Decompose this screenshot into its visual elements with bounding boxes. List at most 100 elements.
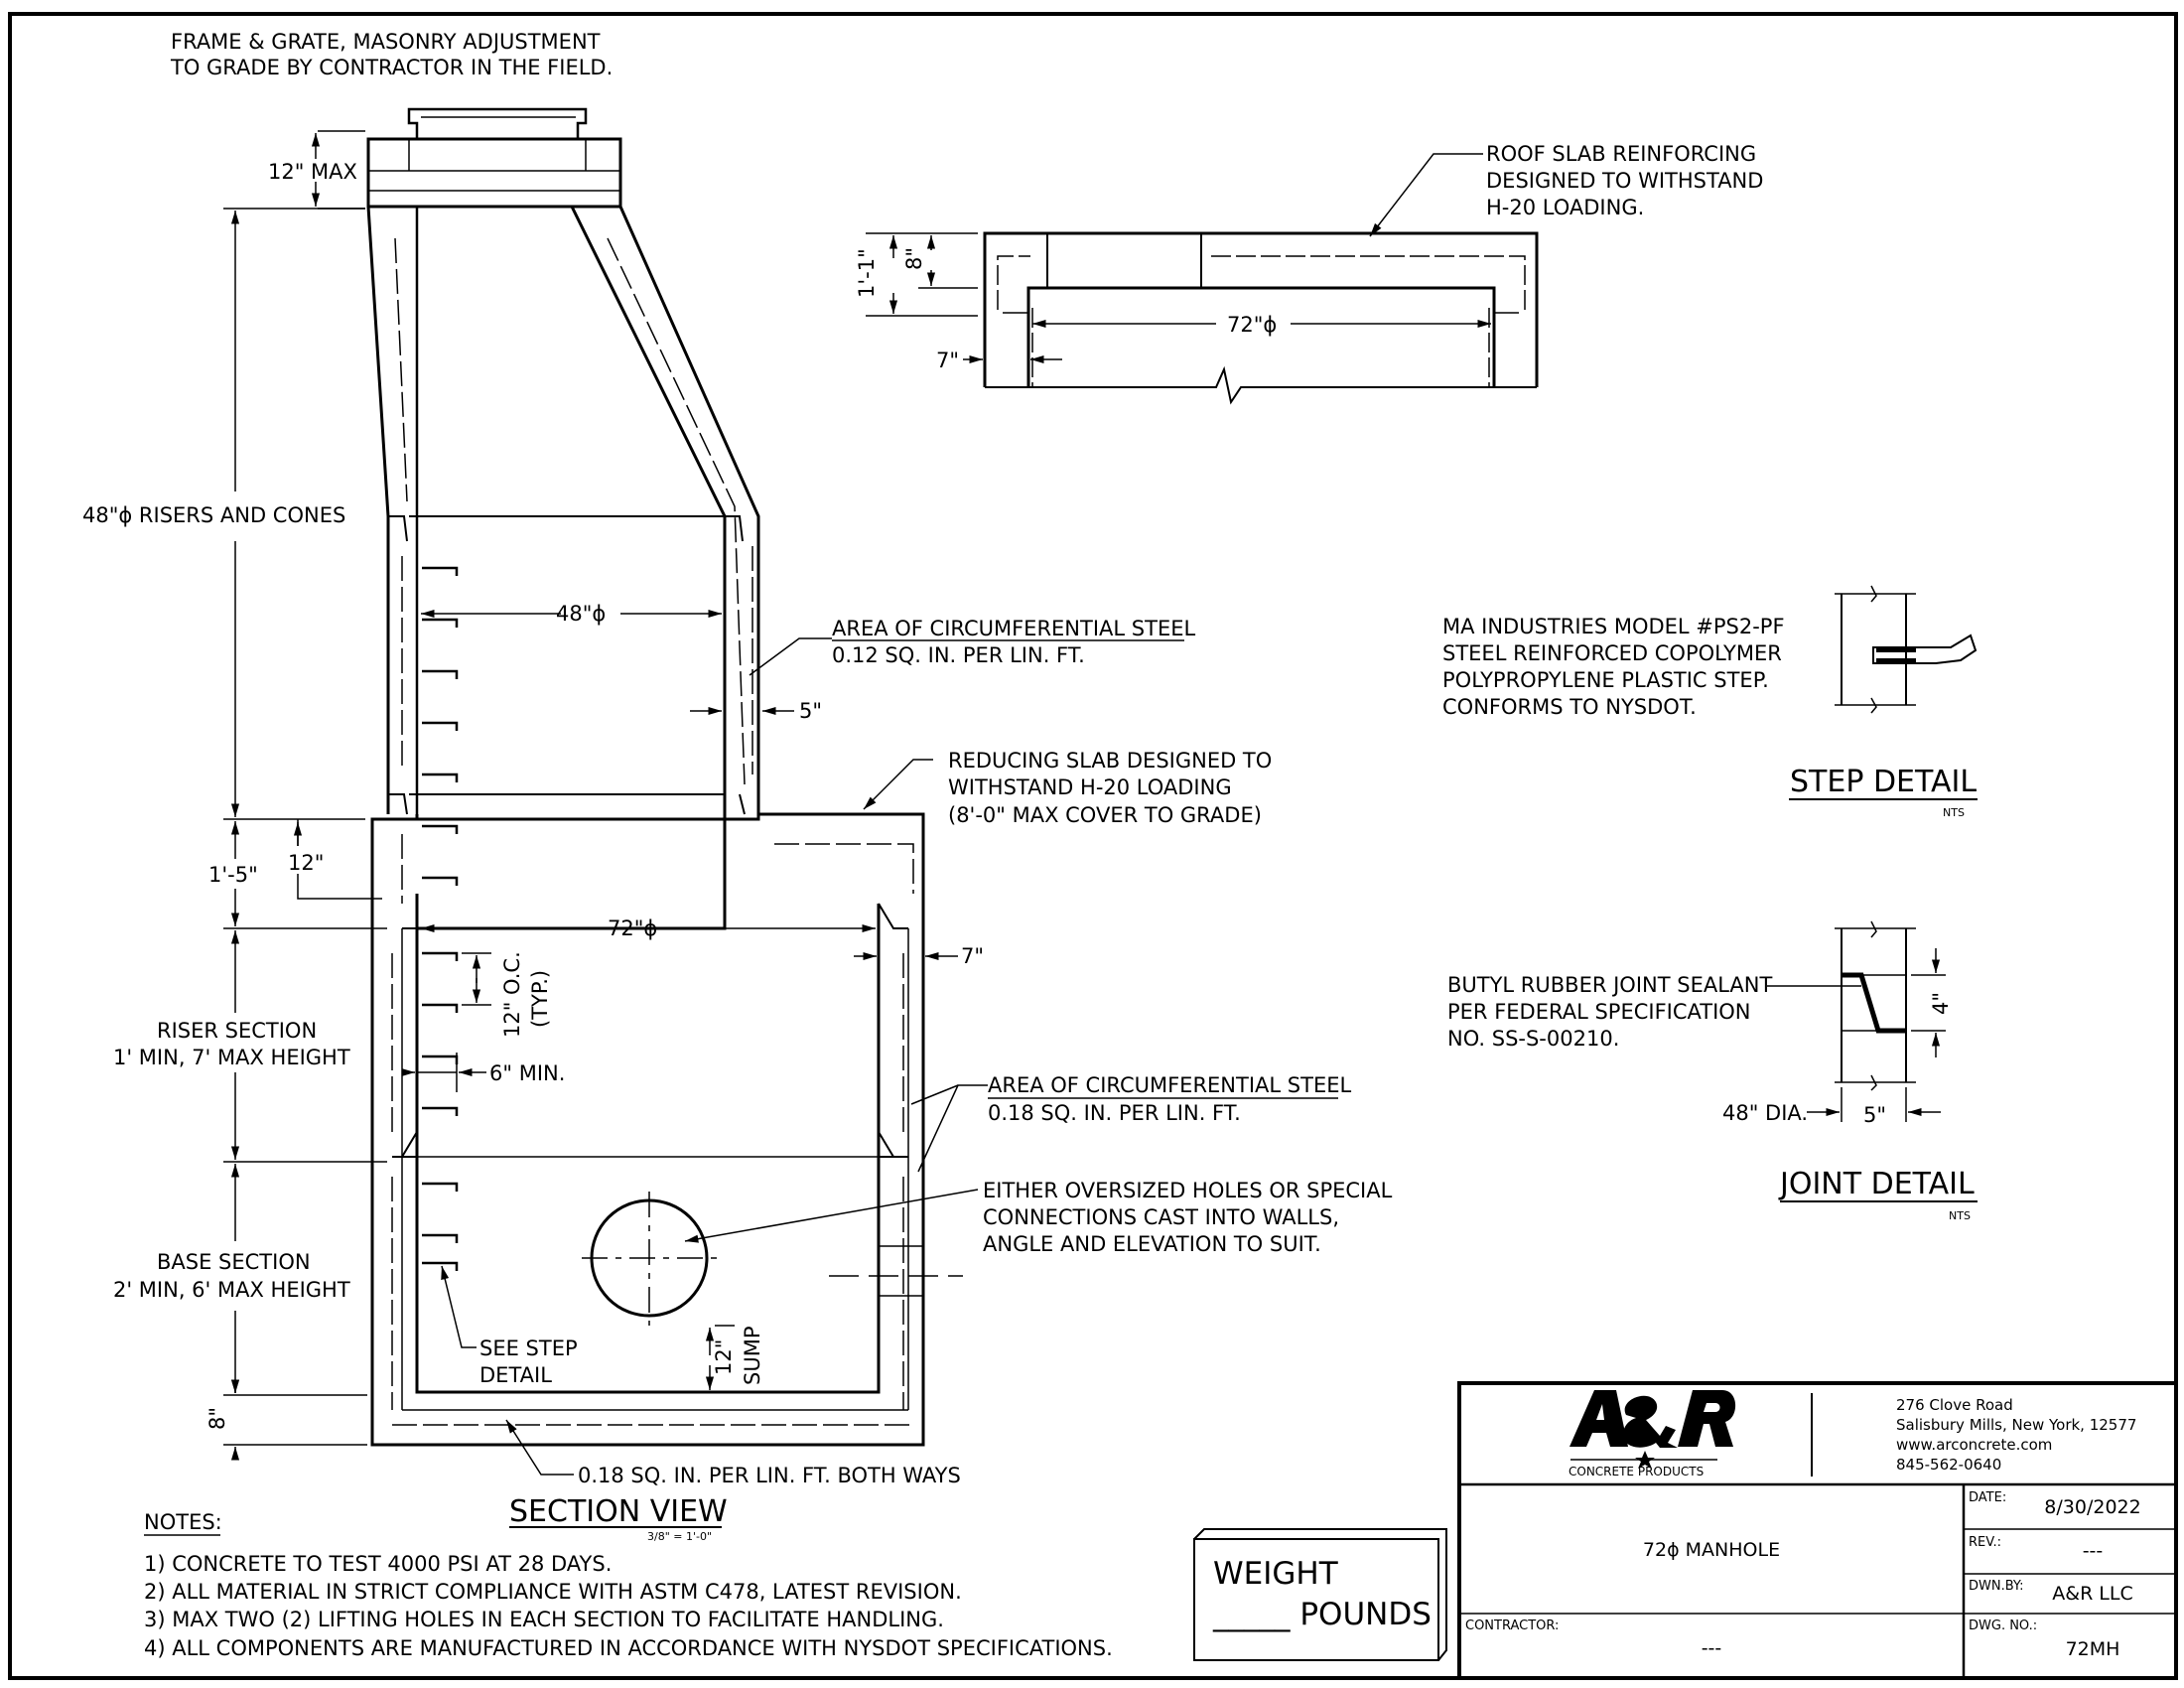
sheet-border	[8, 12, 2178, 1680]
dim-7: 7"	[961, 944, 984, 968]
section-view-title: SECTION VIEW	[509, 1494, 728, 1529]
dwn-label: DWN.BY:	[1969, 1579, 2024, 1594]
oversized-holes-line3: ANGLE AND ELEVATION TO SUIT.	[983, 1232, 1321, 1256]
riser-section-line1: RISER SECTION	[157, 1019, 317, 1043]
frame-grate-note-line1: FRAME & GRATE, MASONRY ADJUSTMENT	[171, 30, 601, 54]
pipe-hole	[582, 1192, 717, 1326]
contractor-value: ---	[1702, 1637, 1722, 1659]
step-detail-nts: NTS	[1943, 806, 1965, 819]
joint-dim-5: 5"	[1863, 1103, 1886, 1127]
dwg-label: DWG. NO.:	[1969, 1618, 2037, 1633]
dim-5: 5"	[799, 699, 822, 723]
date-value: 8/30/2022	[2044, 1496, 2140, 1518]
joint-dim-4: 4"	[1929, 992, 1953, 1015]
company-logo	[1570, 1390, 1736, 1469]
note-item-2: 2) ALL MATERIAL IN STRICT COMPLIANCE WIT…	[144, 1580, 962, 1604]
risers-cones-label: 48"ϕ RISERS AND CONES	[82, 503, 345, 527]
dim-12: 12"	[288, 851, 324, 875]
section-view-geometry	[366, 107, 963, 1447]
roof-dim-8: 8"	[902, 247, 926, 270]
joint-detail-dimensions	[1767, 948, 1946, 1122]
title-block-labels: CONCRETE PRODUCTS 276 Clove Road Salisbu…	[1465, 1396, 2141, 1660]
reducing-slab-line2: WITHSTAND H-20 LOADING	[948, 775, 1232, 799]
title-block	[1457, 1381, 2178, 1680]
weight-box	[1193, 1528, 1447, 1661]
section-view-scale: 3/8" = 1'-0"	[647, 1530, 712, 1543]
roof-dim-72: 72"ϕ	[1227, 313, 1277, 337]
dim-1-5: 1'-5"	[208, 863, 258, 887]
section-view-reinforcing	[391, 237, 914, 1426]
roof-slab-geometry	[983, 231, 1539, 405]
joint-dim-48: 48" DIA.	[1722, 1101, 1808, 1125]
reducing-slab-line1: REDUCING SLAB DESIGNED TO	[948, 749, 1272, 773]
oversized-holes-line1: EITHER OVERSIZED HOLES OR SPECIAL	[983, 1179, 1393, 1202]
notes-heading: NOTES:	[144, 1510, 222, 1534]
step-note-line4: CONFORMS TO NYSDOT.	[1442, 695, 1697, 719]
dim-48-dia: 48"ϕ	[556, 602, 606, 626]
note-item-1: 1) CONCRETE TO TEST 4000 PSI AT 28 DAYS.	[144, 1552, 612, 1576]
riser-section-line2: 1' MIN, 7' MAX HEIGHT	[113, 1046, 350, 1069]
base-section-line2: 2' MIN, 6' MAX HEIGHT	[113, 1278, 350, 1302]
address-line2: Salisbury Mills, New York, 12577	[1896, 1416, 2136, 1434]
step-detail-title: STEP DETAIL	[1790, 765, 1977, 799]
butyl-note-line2: PER FEDERAL SPECIFICATION	[1447, 1000, 1751, 1024]
date-label: DATE:	[1969, 1490, 2006, 1505]
oc-12-label: 12" O.C.	[500, 951, 524, 1038]
weight-label: WEIGHT	[1213, 1556, 1339, 1592]
circ-steel-top-line1: AREA OF CIRCUMFERENTIAL STEEL	[832, 617, 1195, 640]
step-note-line1: MA INDUSTRIES MODEL #PS2-PF	[1442, 615, 1785, 638]
logo-subtitle: CONCRETE PRODUCTS	[1569, 1465, 1704, 1478]
address-line3: www.arconcrete.com	[1896, 1436, 2052, 1454]
sump-label: SUMP	[741, 1327, 764, 1385]
roof-slab-note-line3: H-20 LOADING.	[1486, 196, 1644, 219]
base-steel-label: 0.18 SQ. IN. PER LIN. FT. BOTH WAYS	[578, 1464, 961, 1487]
base-section-line1: BASE SECTION	[157, 1250, 311, 1274]
dim-8: 8"	[205, 1407, 229, 1430]
roof-slab-dimensions	[866, 153, 1491, 364]
step-note-line3: POLYPROPYLENE PLASTIC STEP.	[1442, 668, 1769, 692]
joint-detail-nts: NTS	[1949, 1209, 1971, 1222]
general-notes: NOTES: 1) CONCRETE TO TEST 4000 PSI AT 2…	[144, 1510, 1113, 1660]
rev-label: REV.:	[1969, 1535, 2001, 1550]
joint-detail-labels: BUTYL RUBBER JOINT SEALANT PER FEDERAL S…	[1447, 973, 1975, 1222]
frame-grate-note-line2: TO GRADE BY CONTRACTOR IN THE FIELD.	[170, 56, 613, 79]
reducing-slab-line3: (8'-0" MAX COVER TO GRADE)	[948, 803, 1262, 827]
roof-slab-labels: ROOF SLAB REINFORCING DESIGNED TO WITHST…	[855, 142, 1763, 372]
sump-12-label: 12"	[712, 1339, 736, 1375]
min-6-label: 6" MIN.	[489, 1061, 565, 1085]
dwg-value: 72MH	[2066, 1638, 2120, 1660]
roof-dim-7: 7"	[936, 349, 959, 372]
see-step-line1: SEE STEP	[479, 1336, 578, 1360]
see-step-line2: DETAIL	[479, 1363, 552, 1387]
address-line4: 845-562-0640	[1896, 1456, 2001, 1474]
roof-slab-note-line1: ROOF SLAB REINFORCING	[1486, 142, 1756, 166]
section-view-labels: FRAME & GRATE, MASONRY ADJUSTMENT TO GRA…	[82, 30, 1393, 1543]
joint-detail-geometry	[1835, 920, 1916, 1091]
drawing-title: 72ϕ MANHOLE	[1643, 1539, 1780, 1561]
manhole-steps	[422, 566, 459, 1271]
address-line1: 276 Clove Road	[1896, 1396, 2013, 1414]
rev-value: ---	[2083, 1540, 2104, 1562]
dwn-value: A&R LLC	[2052, 1583, 2133, 1605]
contractor-label: CONTRACTOR:	[1465, 1618, 1559, 1633]
circ-steel-bottom-line1: AREA OF CIRCUMFERENTIAL STEEL	[988, 1073, 1351, 1097]
note-item-3: 3) MAX TWO (2) LIFTING HOLES IN EACH SEC…	[144, 1608, 944, 1631]
note-item-4: 4) ALL COMPONENTS ARE MANUFACTURED IN AC…	[144, 1636, 1113, 1660]
weight-labels: WEIGHT _____ POUNDS	[1212, 1556, 1432, 1632]
roof-dim-1-1: 1'-1"	[855, 248, 879, 298]
butyl-note-line1: BUTYL RUBBER JOINT SEALANT	[1447, 973, 1772, 997]
step-note-line2: STEEL REINFORCED COPOLYMER	[1442, 641, 1782, 665]
step-detail-labels: MA INDUSTRIES MODEL #PS2-PF STEEL REINFO…	[1442, 615, 1977, 819]
circ-steel-bottom-line2: 0.18 SQ. IN. PER LIN. FT.	[988, 1101, 1241, 1125]
dim-12-max: 12" MAX	[268, 160, 357, 184]
dim-72-dia: 72"ϕ	[608, 916, 657, 940]
step-detail-geometry	[1835, 585, 1978, 714]
weight-pounds: _____ POUNDS	[1212, 1597, 1432, 1632]
joint-detail-title: JOINT DETAIL	[1778, 1167, 1975, 1201]
section-view-dimensions	[223, 130, 988, 1476]
typ-label: (TYP.)	[528, 970, 552, 1028]
roof-slab-note-line2: DESIGNED TO WITHSTAND	[1486, 169, 1763, 193]
circ-steel-top-line2: 0.12 SQ. IN. PER LIN. FT.	[832, 643, 1085, 667]
oversized-holes-line2: CONNECTIONS CAST INTO WALLS,	[983, 1205, 1339, 1229]
